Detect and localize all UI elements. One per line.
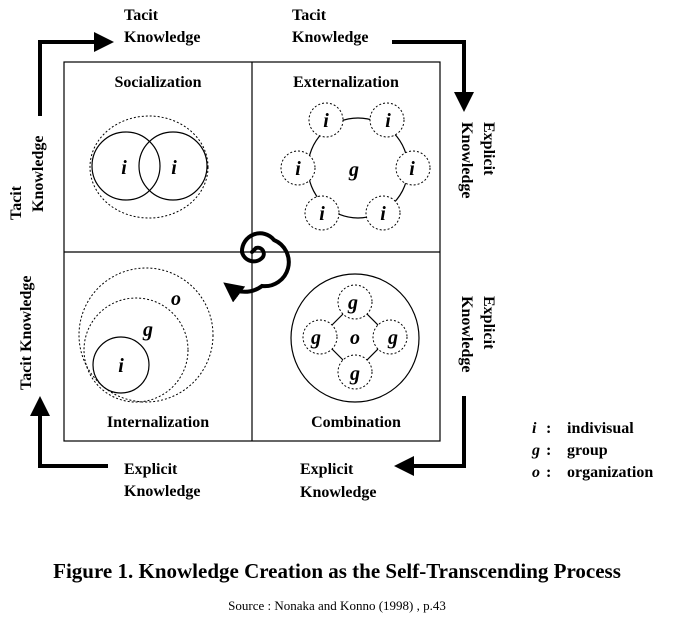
node-g: g: [347, 292, 358, 314]
legend-symbol: i: [532, 420, 537, 437]
node-i: i: [319, 203, 325, 225]
quadrant-internalization-title: Internalization: [107, 414, 209, 431]
node-g: g: [349, 363, 360, 385]
label-top-left-line1: Tacit: [124, 7, 159, 24]
legend-separator: :: [546, 442, 551, 459]
arrow-bottom-right: [394, 396, 466, 476]
label-right-bottom-line1: Explicit: [480, 296, 497, 350]
node-o: o: [350, 327, 360, 349]
label-bottom-left-line2: Knowledge: [124, 483, 200, 500]
label-right-top-line2: Knowledge: [458, 122, 475, 198]
quadrant-combination-title: Combination: [311, 414, 401, 431]
node-i: i: [121, 157, 127, 179]
legend: i : indivisual g : group o : organizatio…: [531, 420, 653, 481]
node-g: g: [387, 327, 398, 349]
quadrant-socialization-title: Socialization: [114, 74, 201, 91]
label-right-bottom-line2: Knowledge: [458, 296, 475, 372]
seci-diagram: Tacit Knowledge Tacit Knowledge Explicit…: [8, 7, 653, 501]
legend-label: indivisual: [567, 420, 634, 437]
combination-graphic: g g g o g: [290, 273, 420, 403]
figure-caption: Figure 1. Knowledge Creation as the Self…: [53, 559, 621, 583]
arrow-top-right: [392, 40, 474, 112]
node-i: i: [295, 158, 301, 180]
label-bottom-left-line1: Explicit: [124, 461, 178, 478]
legend-separator: :: [546, 464, 551, 481]
node-g: g: [310, 327, 321, 349]
node-i: i: [380, 203, 386, 225]
internalization-graphic: i g o: [78, 267, 214, 403]
legend-symbol: g: [531, 442, 540, 459]
node-g: g: [142, 319, 153, 341]
externalization-graphic: g i i i i i i: [280, 102, 431, 231]
socialization-graphic: i i: [89, 115, 209, 219]
node-g: g: [348, 159, 359, 181]
label-left-bottom: Tacit Knowledge: [18, 275, 35, 390]
node-o: o: [171, 288, 181, 310]
legend-label: organization: [567, 464, 653, 481]
arrow-top-left: [38, 32, 114, 116]
figure-source: Source : Nonaka and Konno (1998) , p.43: [228, 598, 446, 613]
node-i: i: [323, 110, 329, 132]
node-i: i: [171, 157, 177, 179]
arrow-bottom-left: [30, 396, 108, 468]
label-right-top-line1: Explicit: [480, 122, 497, 176]
quadrant-externalization-title: Externalization: [293, 74, 399, 91]
spiral-arrow: [223, 231, 291, 303]
label-bottom-right-line2: Knowledge: [300, 484, 376, 501]
label-left-top-line1: Tacit: [8, 185, 25, 220]
legend-symbol: o: [532, 464, 540, 481]
label-bottom-right-line1: Explicit: [300, 461, 354, 478]
label-top-right-line1: Tacit: [292, 7, 327, 24]
node-i: i: [385, 110, 391, 132]
label-top-left-line2: Knowledge: [124, 29, 200, 46]
legend-separator: :: [546, 420, 551, 437]
legend-label: group: [567, 442, 608, 459]
label-top-right-line2: Knowledge: [292, 29, 368, 46]
label-left-top-line2: Knowledge: [30, 136, 47, 212]
node-i: i: [118, 355, 124, 377]
node-i: i: [409, 158, 415, 180]
